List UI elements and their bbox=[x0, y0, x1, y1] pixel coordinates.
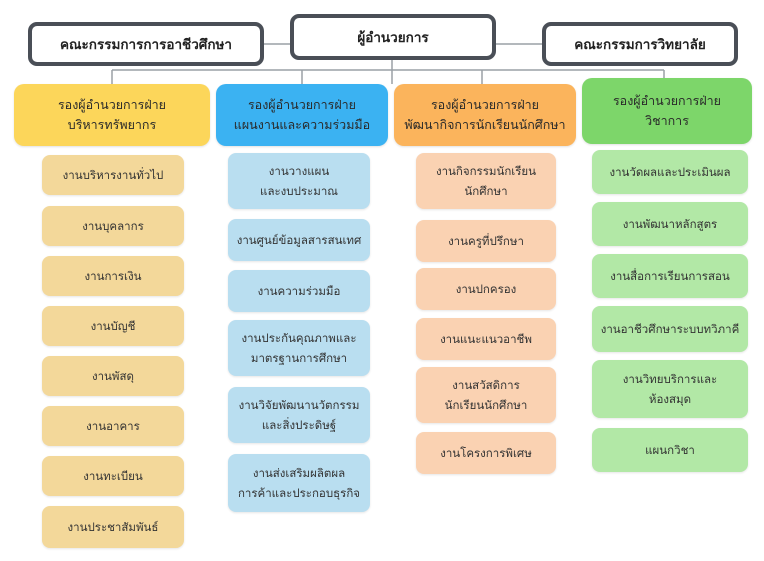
item-label: งานประชาสัมพันธ์ bbox=[67, 519, 159, 534]
resources-item: งานบุคลากร bbox=[42, 206, 184, 246]
student-item: งานกิจกรรมนักเรียน นักศึกษา bbox=[416, 153, 556, 209]
head-student-label: รองผู้อำนวยการฝ่าย พัฒนากิจการนักเรียนนั… bbox=[404, 97, 566, 132]
resources-item: งานทะเบียน bbox=[42, 456, 184, 496]
academic-item: งานสื่อการเรียนการสอน bbox=[592, 254, 748, 298]
left-committee-label: คณะกรรมการการอาชีวศึกษา bbox=[59, 37, 233, 53]
academic-item: แผนกวิชา bbox=[592, 428, 748, 472]
item-label: งานการเงิน bbox=[84, 268, 142, 283]
item-label: งานแนะแนวอาชีพ bbox=[440, 331, 532, 346]
head-academic-label: รองผู้อำนวยการฝ่าย วิชาการ bbox=[612, 93, 722, 128]
director-label: ผู้อำนวยการ bbox=[357, 30, 429, 46]
academic-item: งานอาชีวศึกษาระบบทวิภาคี bbox=[592, 306, 748, 352]
right-committee-box: คณะกรรมการวิทยาลัย bbox=[542, 22, 738, 66]
item-label: งานวัดผลและประเมินผล bbox=[609, 164, 731, 179]
item-label: งานพัสดุ bbox=[91, 368, 134, 383]
student-item: งานแนะแนวอาชีพ bbox=[416, 318, 556, 360]
item-label: งานโครงการพิเศษ bbox=[440, 445, 532, 460]
planning-item: งานส่งเสริมผลิตผล การค้าและประกอบธุรกิจ bbox=[228, 454, 370, 512]
student-item: งานปกครอง bbox=[416, 268, 556, 310]
item-label: งานบุคลากร bbox=[82, 218, 144, 233]
item-label: แผนกวิชา bbox=[645, 442, 695, 457]
head-student: รองผู้อำนวยการฝ่าย พัฒนากิจการนักเรียนนั… bbox=[394, 84, 576, 146]
student-item: งานครูที่ปรึกษา bbox=[416, 220, 556, 262]
resources-item: งานประชาสัมพันธ์ bbox=[42, 506, 184, 548]
head-resources-label: รองผู้อำนวยการฝ่าย บริหารทรัพยากร bbox=[57, 97, 167, 132]
resources-item: งานการเงิน bbox=[42, 256, 184, 296]
head-planning-label: รองผู้อำนวยการฝ่าย แผนงานและความร่วมมือ bbox=[233, 97, 371, 132]
resources-item: งานอาคาร bbox=[42, 406, 184, 446]
item-label: งานความร่วมมือ bbox=[257, 283, 341, 298]
head-planning: รองผู้อำนวยการฝ่าย แผนงานและความร่วมมือ bbox=[216, 84, 388, 146]
item-label: งานบริหารงานทั่วไป bbox=[62, 167, 164, 182]
academic-item: งานพัฒนาหลักสูตร bbox=[592, 202, 748, 246]
item-label: งานสวัสดิการ นักเรียนนักศึกษา bbox=[444, 377, 528, 412]
item-label: งานอาชีวศึกษาระบบทวิภาคี bbox=[600, 321, 740, 336]
academic-item: งานวิทยบริการและ ห้องสมุด bbox=[592, 360, 748, 418]
resources-item: งานพัสดุ bbox=[42, 356, 184, 396]
item-label: งานวางแผน และงบประมาณ bbox=[260, 163, 338, 198]
item-label: งานบัญชี bbox=[90, 318, 136, 333]
resources-item: งานบัญชี bbox=[42, 306, 184, 346]
head-resources: รองผู้อำนวยการฝ่าย บริหารทรัพยากร bbox=[14, 84, 210, 146]
academic-item: งานวัดผลและประเมินผล bbox=[592, 150, 748, 194]
planning-item: งานประกันคุณภาพและ มาตรฐานการศึกษา bbox=[228, 320, 370, 376]
student-item: งานโครงการพิเศษ bbox=[416, 432, 556, 474]
director-box: ผู้อำนวยการ bbox=[290, 14, 496, 60]
item-label: งานประกันคุณภาพและ มาตรฐานการศึกษา bbox=[241, 330, 357, 365]
item-label: งานทะเบียน bbox=[83, 468, 143, 483]
resources-item: งานบริหารงานทั่วไป bbox=[42, 155, 184, 195]
planning-item: งานศูนย์ข้อมูลสารสนเทศ bbox=[228, 219, 370, 261]
left-committee-box: คณะกรรมการการอาชีวศึกษา bbox=[28, 22, 264, 66]
planning-item: งานวางแผน และงบประมาณ bbox=[228, 153, 370, 209]
item-label: งานปกครอง bbox=[455, 281, 517, 296]
item-label: งานวิทยบริการและ ห้องสมุด bbox=[622, 371, 718, 406]
planning-item: งานวิจัยพัฒนานวัตกรรม และสิ่งประดิษฐ์ bbox=[228, 387, 370, 443]
item-label: งานอาคาร bbox=[86, 418, 140, 433]
right-committee-label: คณะกรรมการวิทยาลัย bbox=[574, 37, 706, 53]
planning-item: งานความร่วมมือ bbox=[228, 270, 370, 312]
item-label: งานศูนย์ข้อมูลสารสนเทศ bbox=[236, 232, 362, 247]
item-label: งานพัฒนาหลักสูตร bbox=[622, 216, 718, 231]
head-academic: รองผู้อำนวยการฝ่าย วิชาการ bbox=[582, 78, 752, 144]
item-label: งานครูที่ปรึกษา bbox=[448, 233, 524, 248]
item-label: งานสื่อการเรียนการสอน bbox=[610, 268, 730, 283]
item-label: งานกิจกรรมนักเรียน นักศึกษา bbox=[435, 163, 537, 198]
item-label: งานส่งเสริมผลิตผล การค้าและประกอบธุรกิจ bbox=[237, 465, 361, 500]
student-item: งานสวัสดิการ นักเรียนนักศึกษา bbox=[416, 367, 556, 423]
item-label: งานวิจัยพัฒนานวัตกรรม และสิ่งประดิษฐ์ bbox=[238, 397, 360, 432]
